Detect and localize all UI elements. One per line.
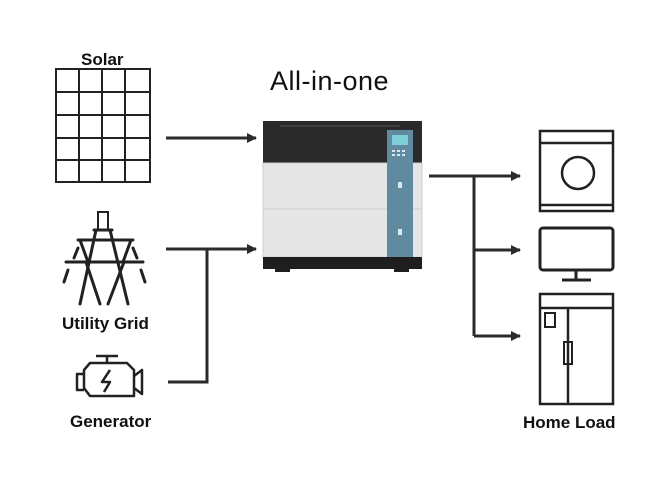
washing-machine-icon xyxy=(538,129,615,213)
solar-panel-icon xyxy=(55,68,151,183)
tv-monitor-icon xyxy=(538,226,615,282)
refrigerator-icon xyxy=(538,292,615,406)
home-load-label: Home Load xyxy=(523,413,616,432)
solar-label: Solar xyxy=(81,50,124,69)
utility-grid-label: Utility Grid xyxy=(62,314,149,333)
transmission-tower-icon xyxy=(62,211,147,306)
all-in-one-cabinet xyxy=(262,121,423,272)
connection-lines xyxy=(166,133,521,384)
generator-label: Generator xyxy=(70,412,152,431)
diagram-title: All-in-one xyxy=(270,66,390,96)
engine-icon xyxy=(75,354,144,398)
